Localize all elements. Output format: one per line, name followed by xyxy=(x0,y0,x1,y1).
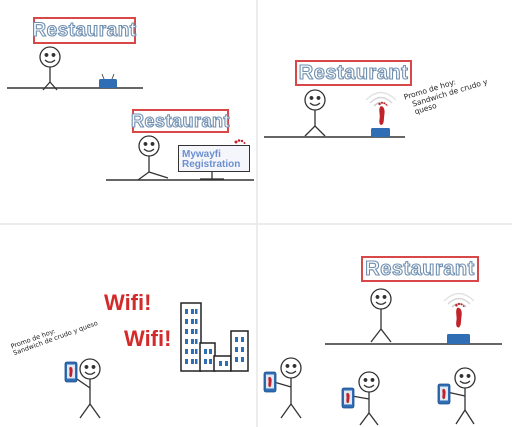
wifi-shout-1: Wifi! xyxy=(104,290,152,315)
router-icon-panel-2 xyxy=(365,91,397,137)
registration-screen: Mywayfi Registration xyxy=(178,145,250,172)
monitor-stand xyxy=(200,171,224,180)
panel-4-figure-behind-counter xyxy=(370,288,392,343)
wifi-shout-2: Wifi! xyxy=(124,326,172,351)
building-windows xyxy=(185,309,244,366)
panel-2-figure xyxy=(304,89,326,137)
router-icon xyxy=(99,73,117,88)
registration-line-1: Mywayfi xyxy=(182,149,221,160)
restaurant-sign-label: Restaurant xyxy=(130,110,231,131)
panel-4-customer-1 xyxy=(273,357,302,419)
panel-1-figure xyxy=(39,46,61,91)
panel-1-sitting-figure xyxy=(137,135,169,181)
restaurant-sign-label: Restaurant xyxy=(32,19,137,41)
panel-4-customer-3 xyxy=(446,367,476,425)
restaurant-sign-panel-1: Restaurant xyxy=(32,17,137,44)
restaurant-sign-label: Restaurant xyxy=(298,61,409,84)
panel-3-figure xyxy=(73,358,101,419)
router-icon-panel-4 xyxy=(443,292,475,344)
phone-icon xyxy=(64,361,78,383)
phone-icon-customer-2 xyxy=(341,387,355,409)
phone-icon-customer-3 xyxy=(437,383,451,405)
restaurant-sign-panel-1b: Restaurant xyxy=(130,109,231,133)
panel-4-customer-2 xyxy=(351,371,380,426)
restaurant-sign-panel-4: Restaurant xyxy=(361,256,479,282)
restaurant-sign-panel-2: Restaurant xyxy=(295,60,412,86)
phone-icon-customer-1 xyxy=(263,371,277,393)
restaurant-sign-label: Restaurant xyxy=(365,257,475,280)
registration-line-2: Registration xyxy=(182,159,241,170)
